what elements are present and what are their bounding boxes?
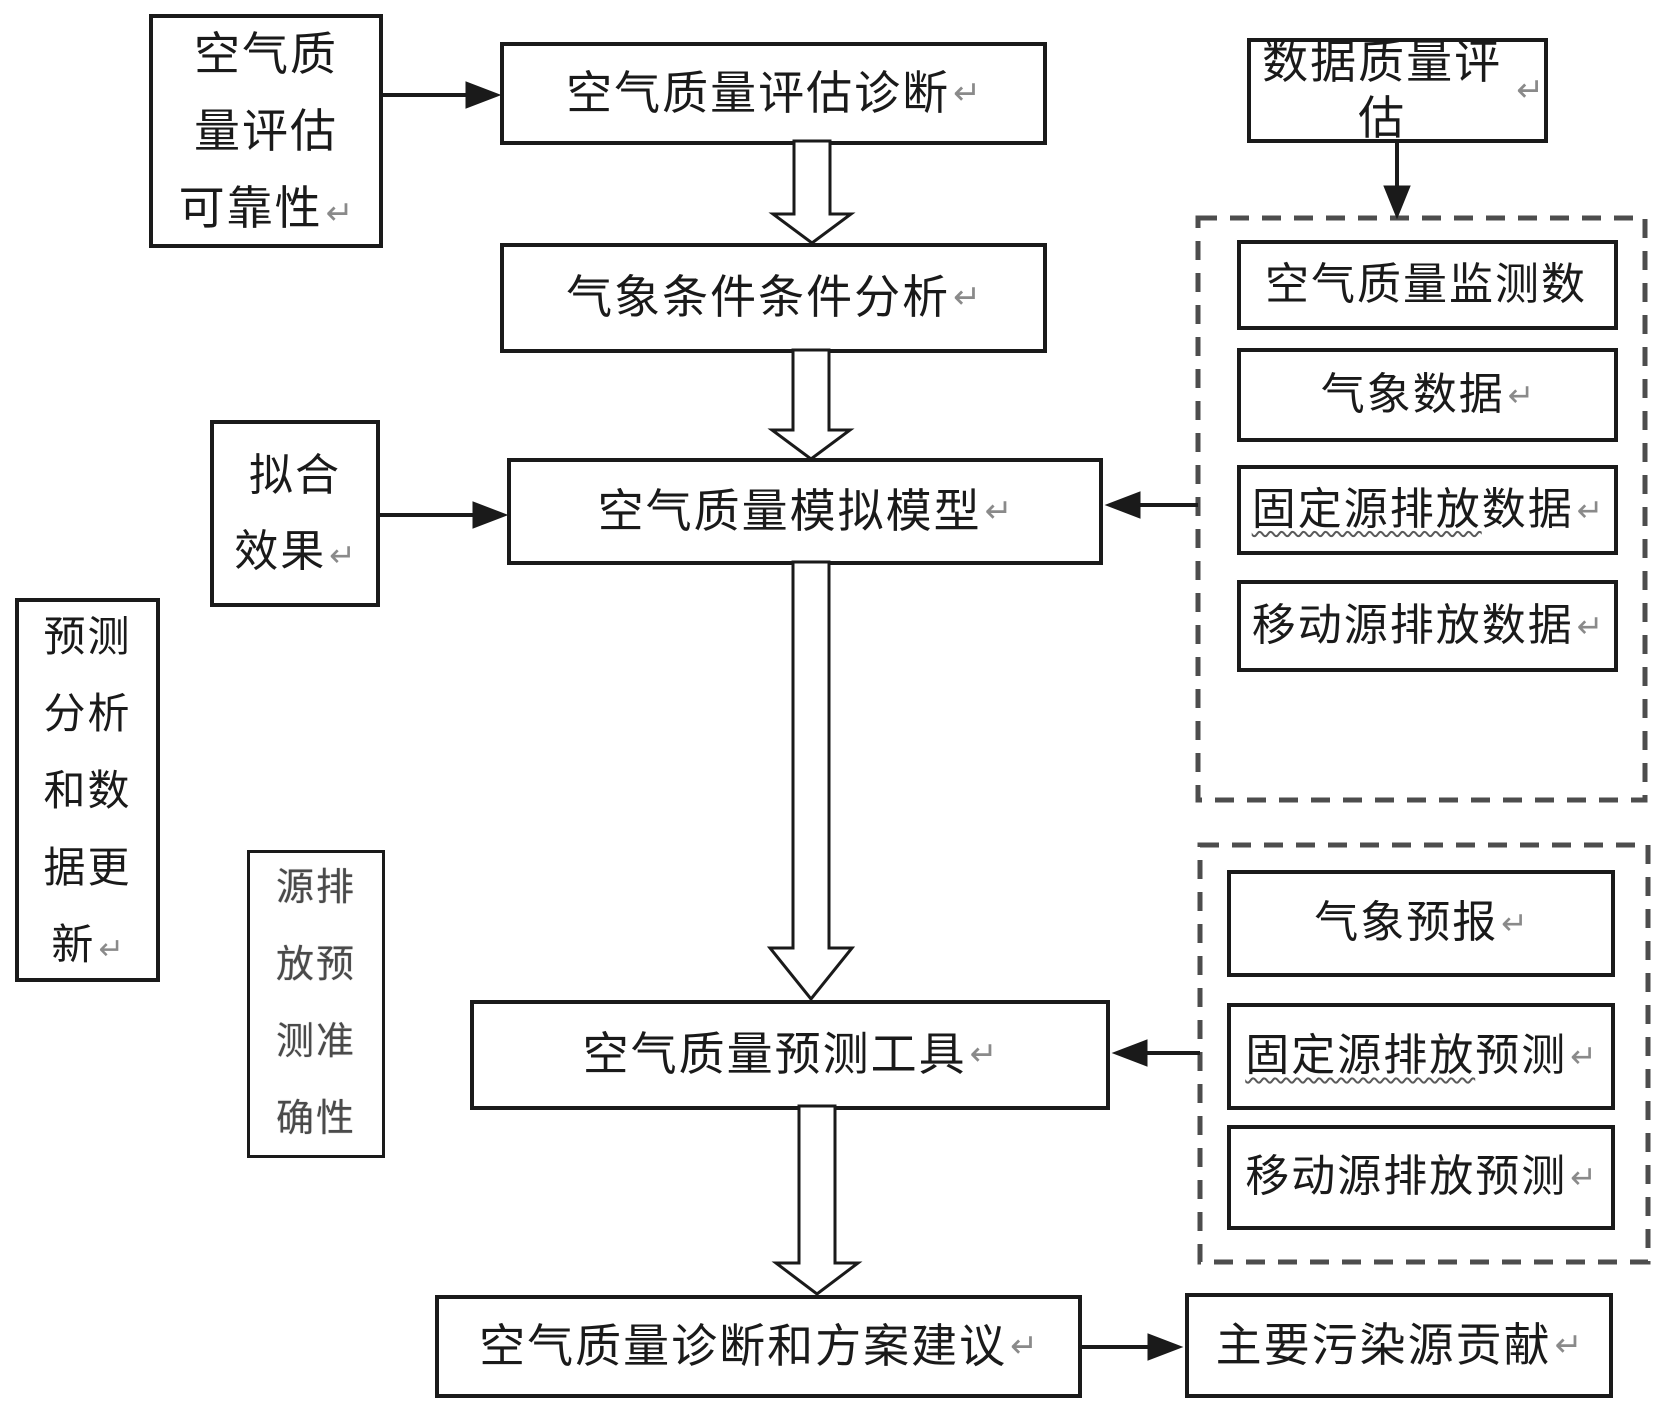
arrowhead-left-icon xyxy=(1104,491,1141,519)
return-mark-icon: ↵ xyxy=(1516,71,1544,109)
return-mark-icon: ↵ xyxy=(1570,1038,1597,1075)
source-accuracy-line1: 源排 xyxy=(275,867,356,909)
contribution-box: 主要污染源贡献↵ xyxy=(1185,1293,1613,1398)
return-mark-icon: ↵ xyxy=(1576,607,1604,644)
block-arrow-model-to-tool xyxy=(766,560,856,1002)
monitoring-data-label: 空气质量监测数 xyxy=(1265,259,1587,309)
weather-analysis-label: 气象条件条件分析 xyxy=(566,271,951,324)
return-mark-icon: ↵ xyxy=(1501,905,1528,942)
monitoring-data-box: 空气质量监测数 xyxy=(1237,240,1618,330)
reliability-box: 空气质 量评估 可靠性↵ xyxy=(149,14,383,248)
diagnosis-box: 空气质量评估诊断↵ xyxy=(500,42,1047,145)
diagnosis-advice-label: 空气质量诊断和方案建议 xyxy=(479,1319,1008,1372)
fixed-source-data-label-wavy: 固定源排放 xyxy=(1251,484,1482,534)
return-mark-icon: ↵ xyxy=(1010,1327,1038,1365)
diagnosis-label: 空气质量评估诊断 xyxy=(566,66,951,119)
forecast-update-line2: 分析 xyxy=(43,689,132,737)
return-mark-icon: ↵ xyxy=(1570,1159,1597,1196)
forecast-update-box: 预测 分析 和数 据更 新↵ xyxy=(15,598,160,982)
block-arrow-diagnosis-to-weather xyxy=(768,139,856,245)
reliability-label-line1: 空气质 xyxy=(194,27,338,80)
return-mark-icon: ↵ xyxy=(969,1036,998,1074)
fixed-source-forecast-box: 固定源排放预测↵ xyxy=(1227,1003,1615,1110)
weather-analysis-box: 气象条件条件分析↵ xyxy=(500,243,1047,353)
mobile-source-forecast-box: 移动源排放预测↵ xyxy=(1227,1125,1615,1230)
reliability-label-line2: 量评估 xyxy=(194,104,338,157)
reliability-label-line3: 可靠性↵ xyxy=(178,181,354,234)
fixed-source-data-box: 固定源排放数据↵ xyxy=(1237,465,1618,555)
fixed-source-data-label: 数据 xyxy=(1481,484,1574,534)
fitting-box: 拟合 效果↵ xyxy=(210,420,380,607)
return-mark-icon: ↵ xyxy=(984,492,1013,530)
arrowhead-left-icon xyxy=(1111,1039,1148,1067)
contribution-label: 主要污染源贡献 xyxy=(1215,1318,1552,1371)
return-mark-icon: ↵ xyxy=(953,279,981,317)
forecast-update-line5: 新↵ xyxy=(51,920,124,968)
arrowhead-right-icon xyxy=(465,81,502,109)
weather-data-box: 气象数据↵ xyxy=(1237,348,1618,442)
arrowhead-right-icon xyxy=(1147,1333,1184,1361)
return-mark-icon: ↵ xyxy=(1576,491,1604,528)
block-arrow-tool-to-advice xyxy=(771,1104,863,1296)
return-mark-icon: ↵ xyxy=(953,74,981,112)
diagnosis-advice-box: 空气质量诊断和方案建议↵ xyxy=(435,1295,1082,1398)
weather-forecast-box: 气象预报↵ xyxy=(1227,870,1615,977)
prediction-tool-box: 空气质量预测工具↵ xyxy=(470,1000,1110,1110)
source-accuracy-line4: 确性 xyxy=(275,1098,356,1140)
model-label: 空气质量模拟模型 xyxy=(597,484,982,537)
weather-data-label: 气象数据 xyxy=(1320,369,1505,419)
mobile-source-forecast-label: 移动源排放预测 xyxy=(1245,1152,1568,1202)
return-mark-icon: ↵ xyxy=(1554,1326,1583,1364)
data-quality-box: 数据质量评估 ↵ xyxy=(1247,36,1548,144)
fitting-label-line2: 效果↵ xyxy=(234,526,356,576)
forecast-update-line3: 和数 xyxy=(43,766,132,814)
fitting-label-line1: 拟合 xyxy=(249,450,341,500)
forecast-update-line1: 预测 xyxy=(43,612,132,660)
return-mark-icon: ↵ xyxy=(1507,376,1535,413)
mobile-source-data-label: 移动源排放数据 xyxy=(1251,600,1574,650)
arrowhead-right-icon xyxy=(472,501,509,529)
fixed-source-forecast-label: 预测 xyxy=(1475,1031,1568,1081)
return-mark-icon: ↵ xyxy=(98,932,124,966)
source-accuracy-box: 源排 放预 测准 确性 xyxy=(247,850,385,1158)
source-accuracy-line2: 放预 xyxy=(275,944,356,986)
mobile-source-data-box: 移动源排放数据↵ xyxy=(1237,580,1618,672)
weather-forecast-label: 气象预报 xyxy=(1314,898,1499,948)
source-accuracy-line3: 测准 xyxy=(275,1021,356,1063)
prediction-tool-label: 空气质量预测工具 xyxy=(582,1028,967,1081)
return-mark-icon: ↵ xyxy=(329,536,356,573)
arrowhead-down-icon xyxy=(1383,185,1411,220)
block-arrow-weather-to-model xyxy=(767,348,855,461)
model-box: 空气质量模拟模型↵ xyxy=(507,458,1103,565)
fixed-source-forecast-label-wavy: 固定源排放 xyxy=(1245,1031,1476,1081)
return-mark-icon: ↵ xyxy=(325,194,354,232)
forecast-update-line4: 据更 xyxy=(43,843,132,891)
data-quality-label: 数据质量评估 xyxy=(1262,36,1503,144)
